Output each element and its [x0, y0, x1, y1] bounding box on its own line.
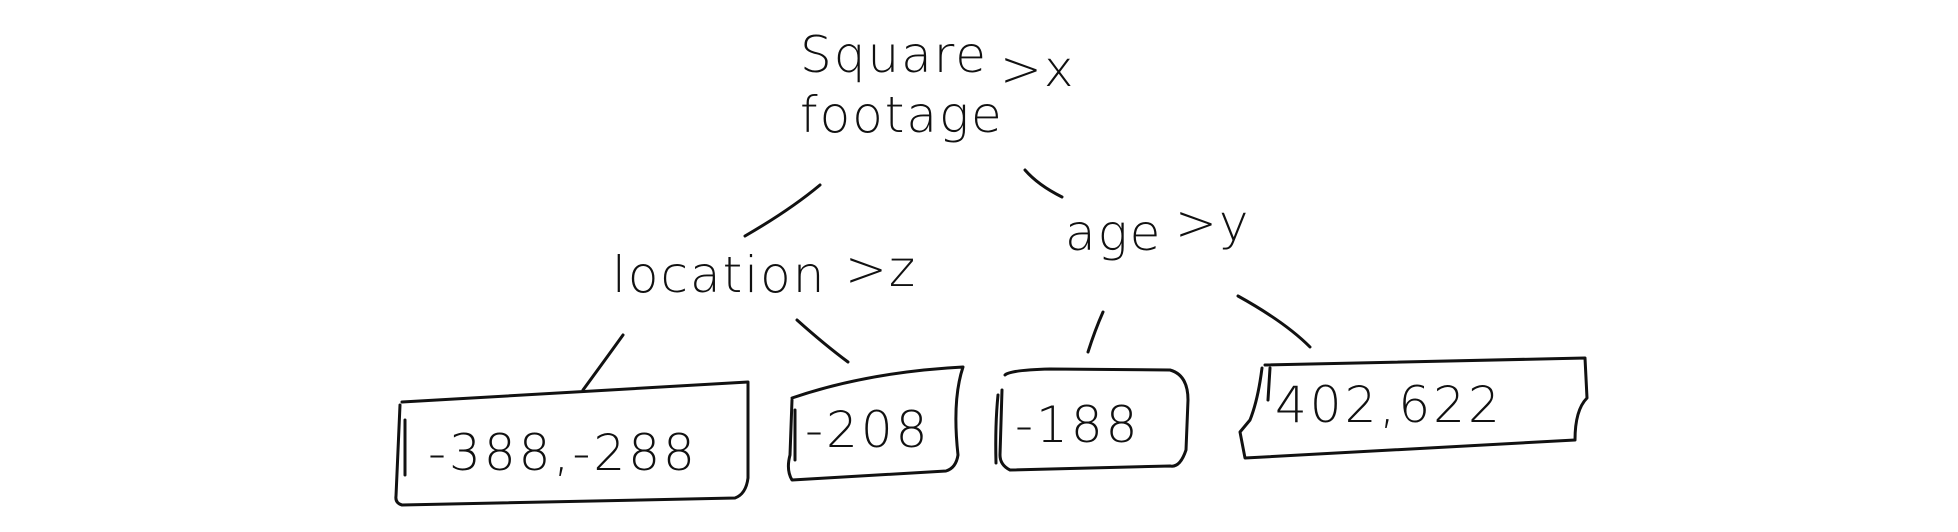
- root-label-line2: footage: [800, 86, 1004, 144]
- leaf-box-3: -188: [994, 367, 1190, 472]
- leaf-2-outline: [786, 365, 965, 482]
- leaf-1-value: -388,-288: [428, 424, 698, 482]
- leaf-2-value: -208: [805, 401, 930, 459]
- location-label: location: [612, 246, 826, 304]
- leaf-1-outline: [394, 380, 750, 507]
- location-node: location >z: [612, 240, 917, 304]
- edge-location-to-leaf-1: [581, 333, 625, 392]
- leaf-box-1: -388,-288: [394, 380, 750, 507]
- edge-location-to-leaf-2: [795, 318, 850, 364]
- root-node: Square footage >x: [800, 26, 1075, 144]
- age-condition: >y: [1175, 194, 1250, 252]
- age-node: age >y: [1065, 194, 1250, 262]
- edge-root-to-location: [743, 183, 822, 238]
- leaf-3-value: -188: [1015, 396, 1140, 454]
- age-label: age: [1065, 204, 1162, 262]
- root-label-line1: Square: [800, 26, 988, 84]
- leaf-4-value: 402,622: [1275, 376, 1503, 434]
- edge-age-to-leaf-4: [1236, 294, 1312, 349]
- leaf-4-outline: [1238, 356, 1589, 460]
- leaf-box-4: 402,622: [1238, 356, 1589, 460]
- leaf-3-tick: [994, 393, 1000, 465]
- edge-root-to-age: [1023, 168, 1064, 199]
- leaf-box-2: -208: [786, 365, 965, 482]
- root-condition: >x: [1000, 40, 1075, 98]
- location-condition: >z: [845, 240, 917, 298]
- leaf-4-tick: [1266, 366, 1272, 402]
- leaf-3-outline: [998, 367, 1190, 472]
- edge-age-to-leaf-3: [1086, 310, 1105, 354]
